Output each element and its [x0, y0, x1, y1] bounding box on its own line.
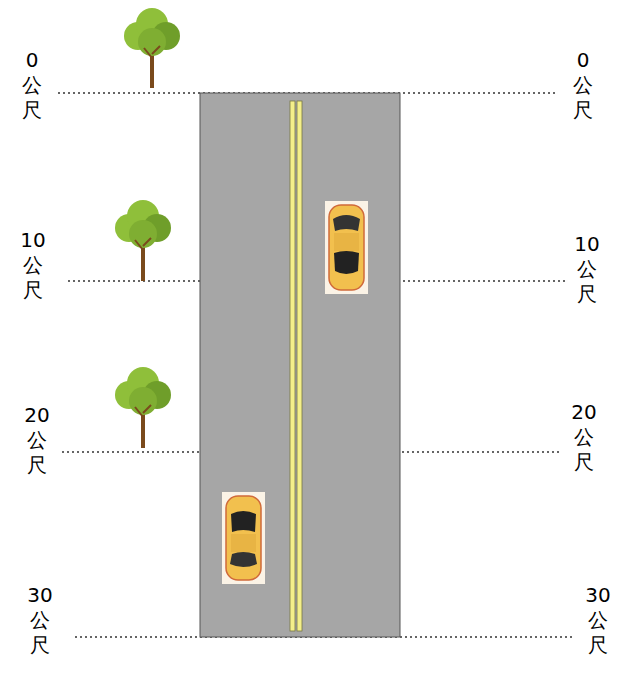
distance-label: 30 公尺: [585, 583, 611, 658]
road: [200, 93, 400, 637]
distance-label: 30 公尺: [27, 583, 53, 658]
distance-label: 0 公尺: [570, 48, 596, 123]
distance-label: 0 公尺: [19, 48, 45, 123]
distance-label: 10 公尺: [574, 232, 600, 307]
distance-lines: [58, 93, 575, 637]
distance-label: 20 公尺: [24, 403, 50, 478]
distance-label: 20 公尺: [571, 400, 597, 475]
tree: [124, 8, 180, 88]
tree: [115, 367, 171, 448]
distance-label: 10 公尺: [20, 228, 46, 303]
center-line: [290, 101, 302, 631]
car: [222, 492, 265, 584]
tree: [115, 200, 171, 281]
car: [325, 201, 368, 294]
